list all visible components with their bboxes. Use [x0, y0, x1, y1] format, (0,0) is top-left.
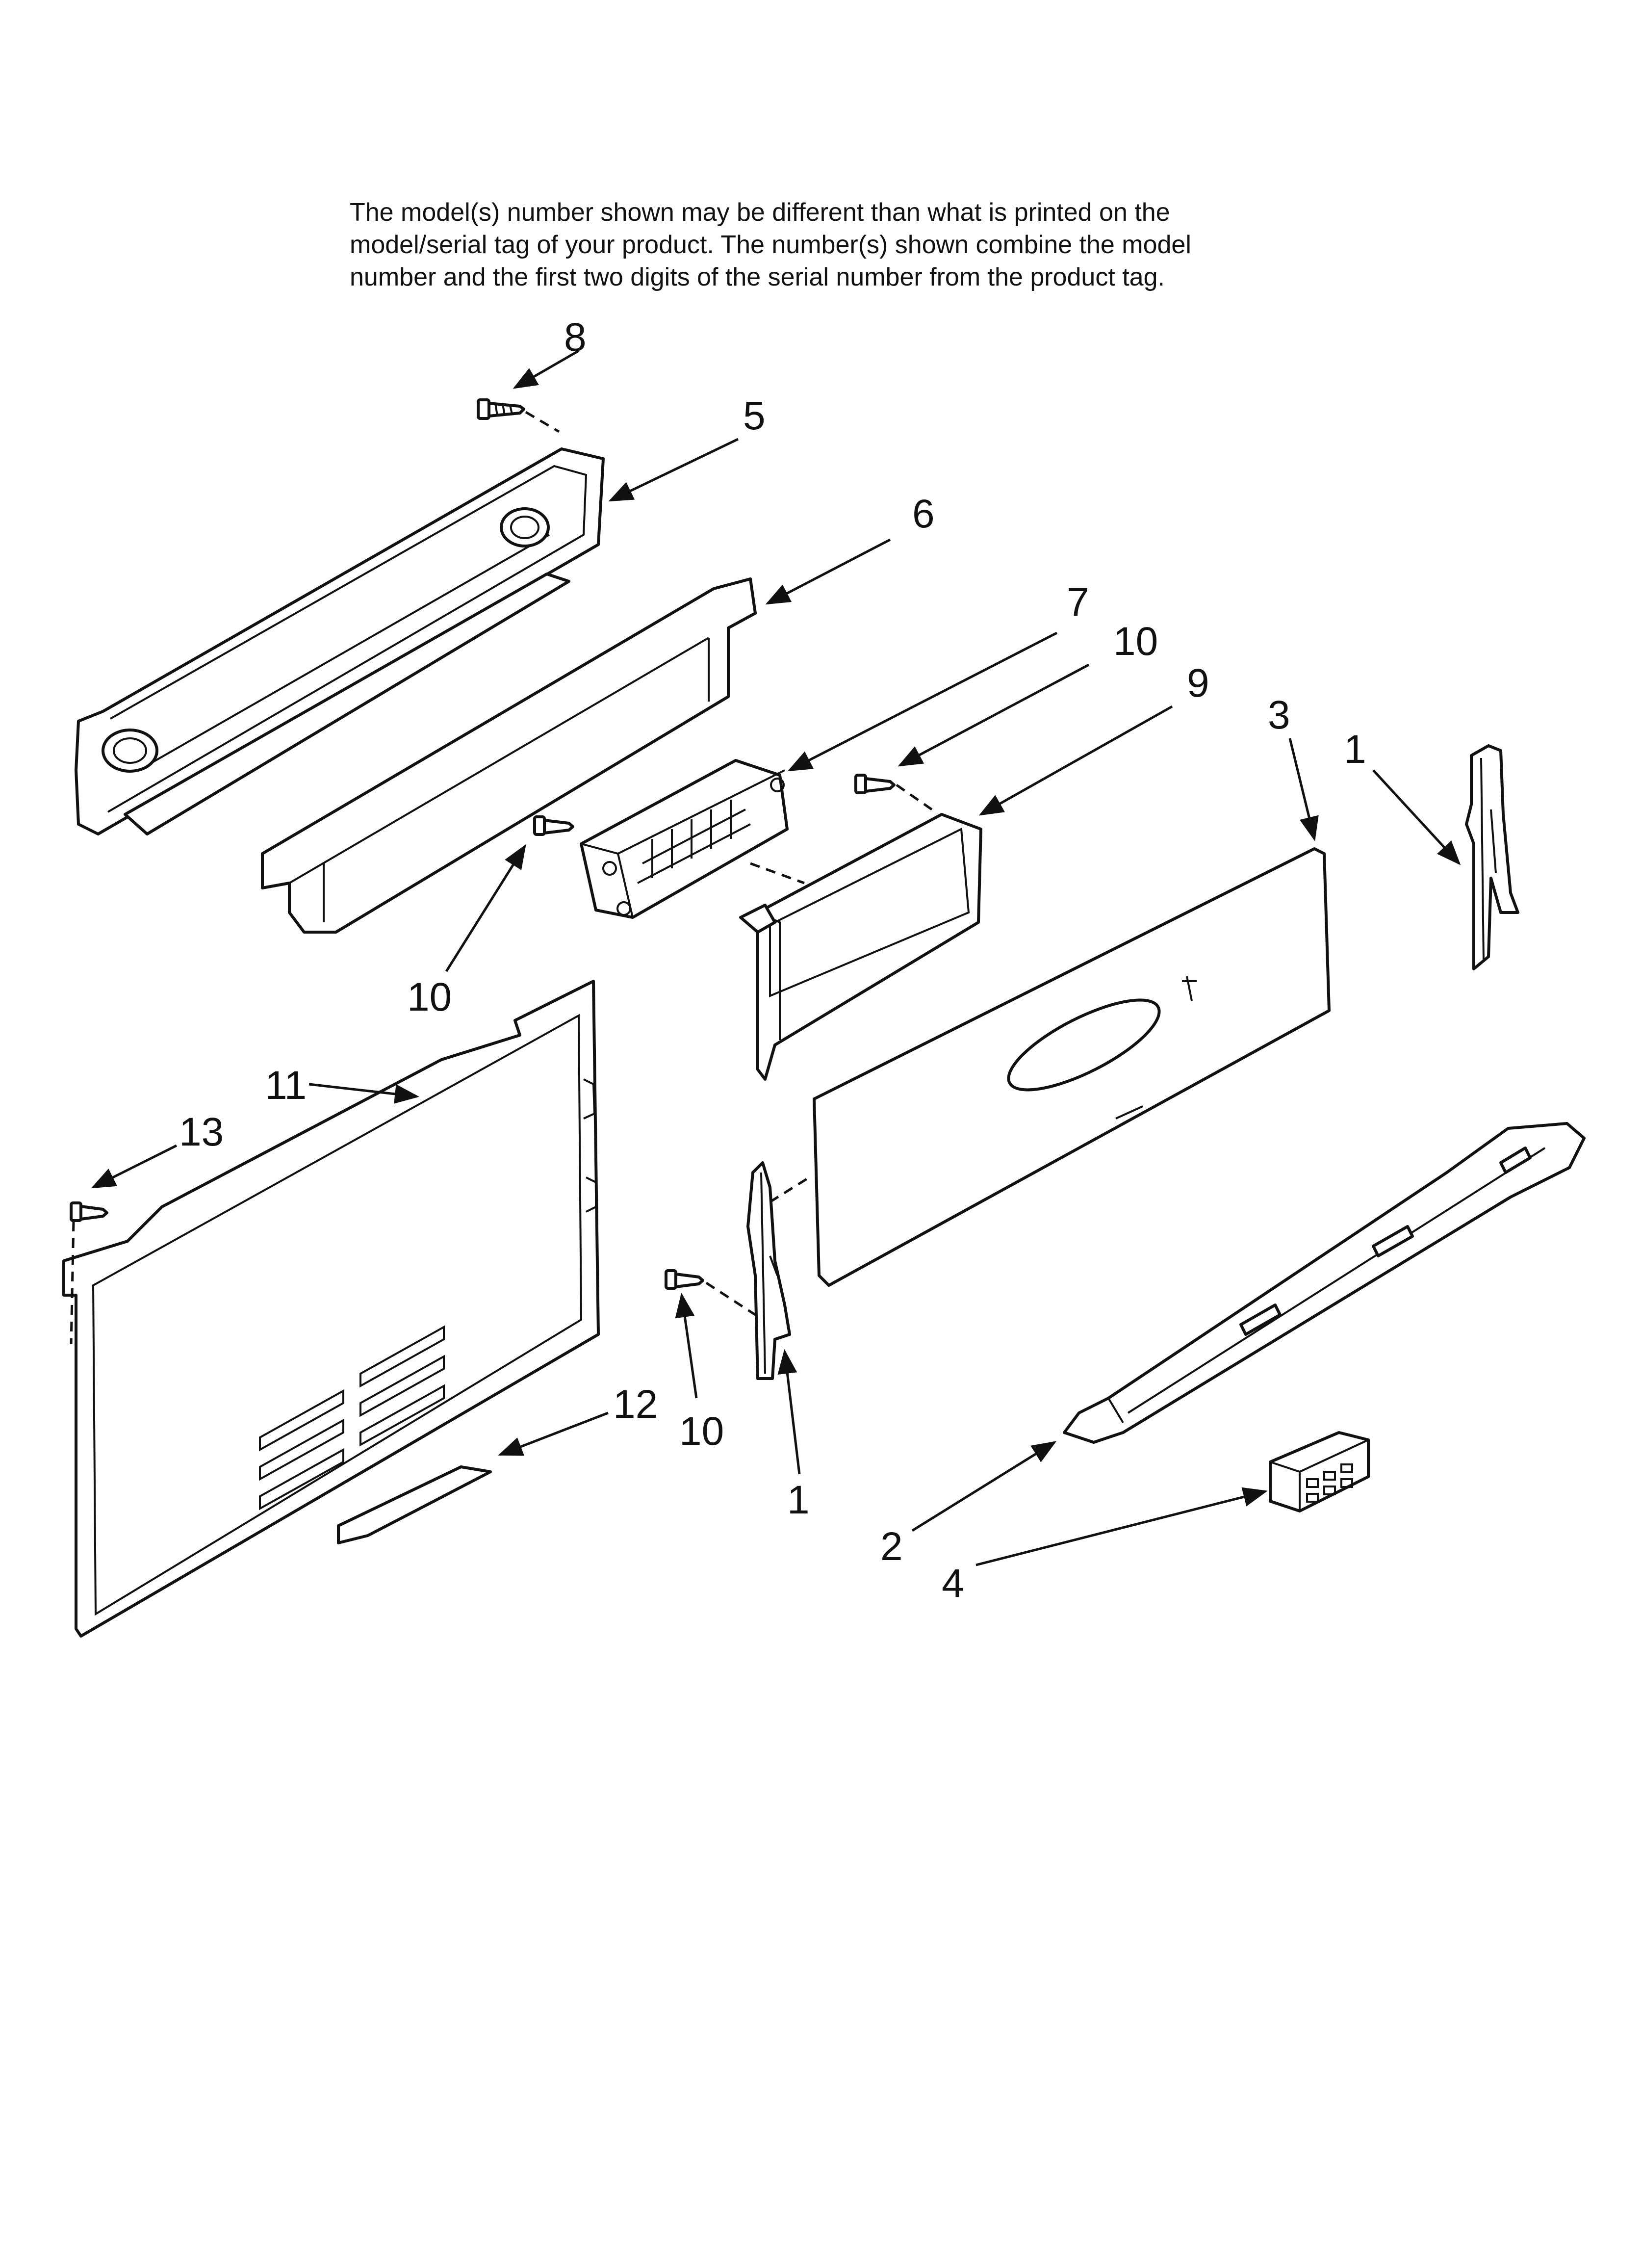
callout-2: 2	[880, 1524, 903, 1569]
callout-10b: 10	[407, 975, 452, 1019]
note-line-2: model/serial tag of your product. The nu…	[350, 231, 1191, 259]
part-10-screw-lower	[665, 1269, 704, 1290]
leader-10a	[898, 663, 1090, 767]
part-5-top-channel	[75, 447, 605, 835]
callout-11: 11	[265, 1063, 307, 1108]
callout-7: 7	[1067, 580, 1089, 625]
part-2-handle	[1063, 1122, 1586, 1444]
leader-8	[513, 349, 580, 389]
leader-5	[608, 438, 739, 502]
part-11-rear-panel	[62, 980, 600, 1638]
model-number-note: The model(s) number shown may be differe…	[350, 196, 1429, 293]
note-line-3: number and the first two digits of the s…	[350, 263, 1165, 291]
leader-4	[975, 1487, 1268, 1566]
callout-1b: 1	[787, 1478, 810, 1522]
callout-9: 9	[1187, 661, 1209, 705]
leader-10c	[675, 1293, 698, 1399]
callout-10a: 10	[1113, 619, 1158, 664]
part-7-control-box	[580, 759, 789, 919]
leader-12	[498, 1411, 609, 1456]
leader-6	[765, 538, 891, 605]
part-9-bezel	[739, 813, 982, 1081]
part-1-bracket-right	[1465, 744, 1519, 970]
leader-lines	[91, 349, 1461, 1566]
leader-7	[787, 631, 1058, 772]
leader-9	[978, 705, 1173, 816]
leader-13	[91, 1144, 178, 1189]
callout-13: 13	[179, 1110, 224, 1154]
part-10-screw-left	[533, 815, 574, 836]
part-6-panel	[261, 577, 757, 934]
callout-1a: 1	[1344, 727, 1366, 772]
callout-numbers: 8 5 6 7 10 9 3 1 10 11 13 12 10 1 2 4	[179, 315, 1366, 1606]
part-8-screw	[477, 398, 525, 420]
callout-6: 6	[912, 492, 935, 536]
part-13-screw	[70, 1201, 108, 1222]
part-4-connector	[1269, 1431, 1370, 1512]
leader-1b	[777, 1349, 801, 1475]
leader-11	[308, 1083, 419, 1104]
callout-5: 5	[743, 393, 766, 438]
part-12-trim-strip	[337, 1465, 492, 1544]
part-10-screw-middle	[854, 774, 896, 794]
leader-1a	[1372, 769, 1461, 865]
callout-8: 8	[564, 315, 587, 360]
note-line-1: The model(s) number shown may be differe…	[350, 198, 1170, 227]
callout-4: 4	[942, 1561, 964, 1606]
part-1-bracket-left	[746, 1161, 791, 1380]
leader-10b	[445, 844, 526, 972]
callout-12: 12	[613, 1382, 658, 1427]
part-3-front-glass	[813, 847, 1331, 1287]
leader-3	[1288, 738, 1319, 841]
callout-3: 3	[1268, 693, 1290, 737]
leader-2	[911, 1441, 1057, 1532]
callout-10c: 10	[679, 1409, 724, 1454]
